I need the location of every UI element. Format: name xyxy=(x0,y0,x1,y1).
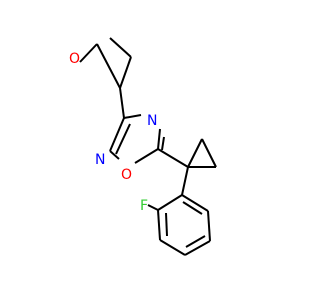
atom-label-n-top: N xyxy=(147,113,157,129)
atom-labels: O N N O F xyxy=(69,51,157,214)
atom-label-o-ring: O xyxy=(121,167,132,183)
atom-label-fluorine: F xyxy=(140,198,148,214)
bond-lines xyxy=(79,37,217,256)
molecule-canvas: O N N O F xyxy=(69,37,217,256)
atom-label-n-left: N xyxy=(95,152,105,168)
atom-label-o-thf: O xyxy=(69,51,80,67)
molecule-structure: O N N O F xyxy=(69,37,217,256)
